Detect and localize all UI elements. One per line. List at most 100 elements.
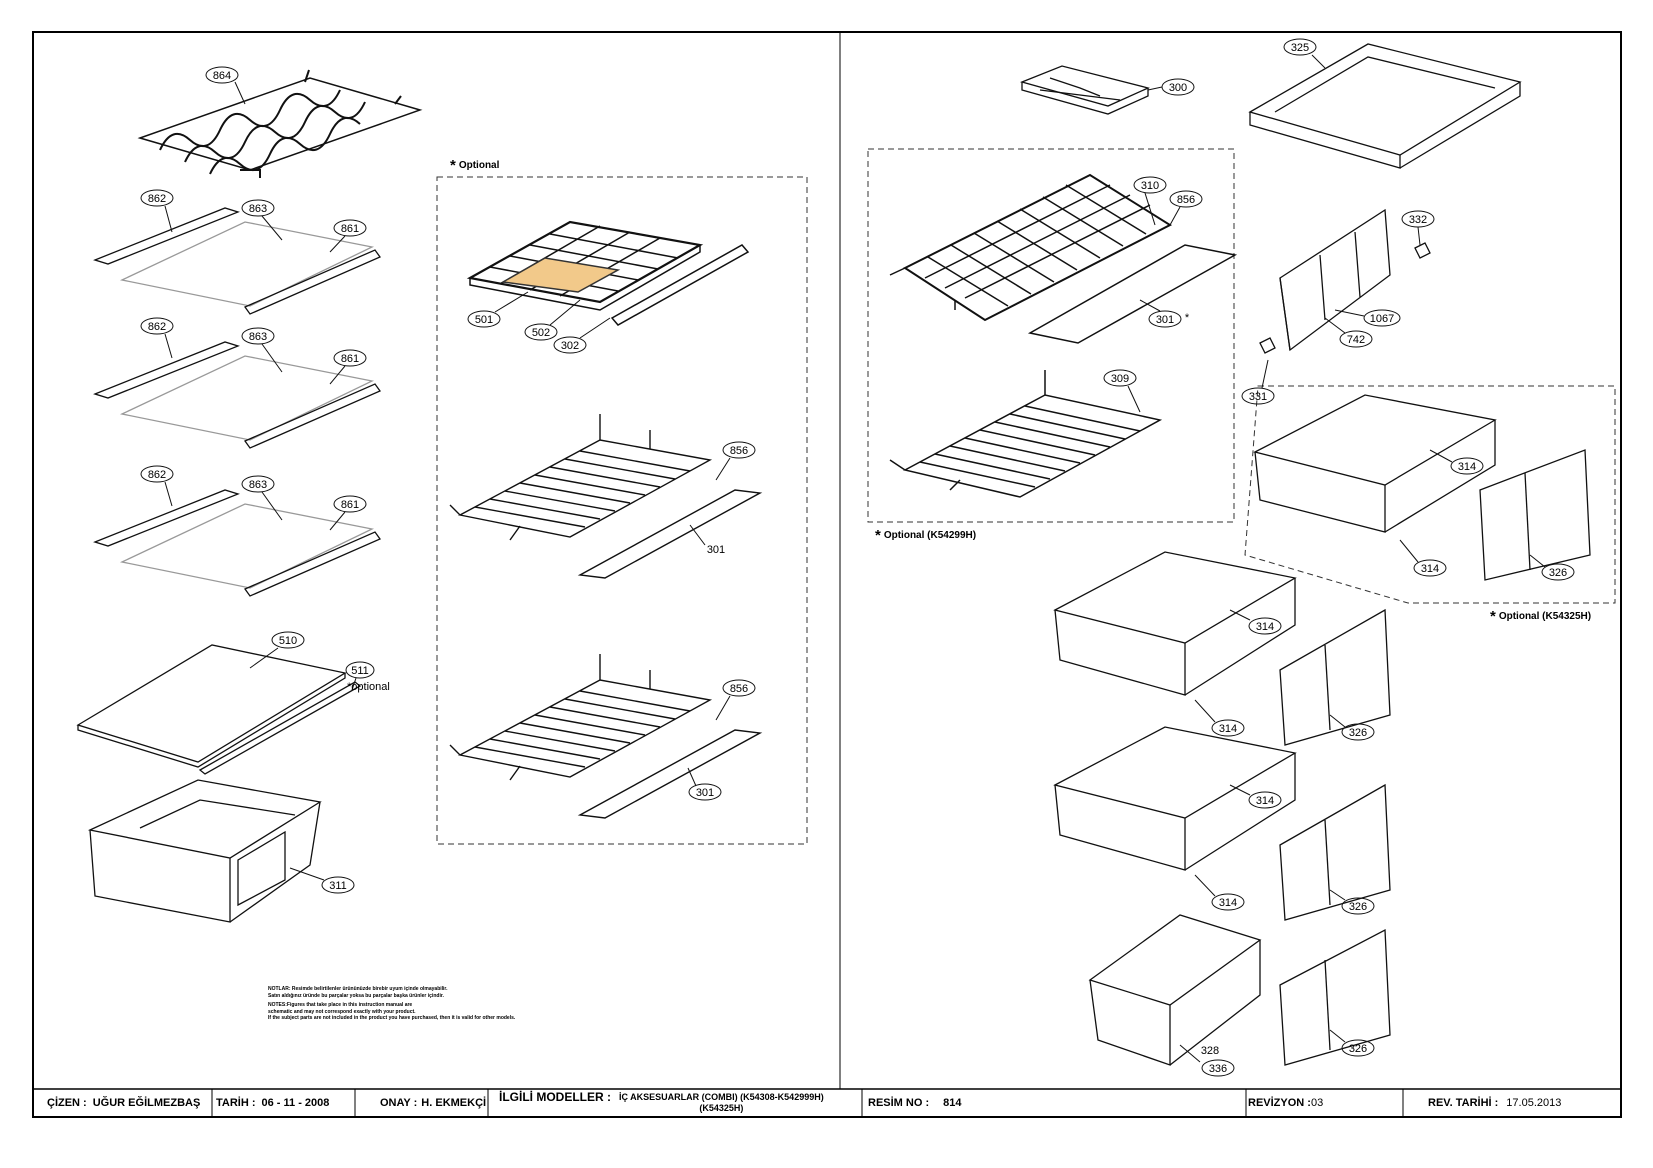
- label-331: 331: [1249, 391, 1267, 403]
- label-1067: 1067: [1370, 313, 1394, 325]
- freezer-drawer-1: [1253, 394, 1591, 581]
- label-510: 510: [279, 635, 297, 647]
- label-511: 511: [351, 665, 369, 677]
- label-856a: 856: [730, 445, 748, 457]
- label-328: 328: [1201, 1045, 1219, 1057]
- optional-box-left: [436, 176, 808, 845]
- freezer-drawer-4: [1088, 914, 1391, 1066]
- optional-label-k54325h: *Optional (K54325H): [1490, 608, 1591, 625]
- revtarih-value: 17.05.2013: [1506, 1097, 1562, 1109]
- label-314b: 314: [1421, 563, 1439, 575]
- wire-shelf-856-b: [449, 654, 763, 819]
- label-861b: 861: [341, 353, 359, 365]
- label-326a: 326: [1549, 567, 1567, 579]
- title-revtarih: REV. TARİHİ : 17.05.2013: [1428, 1089, 1561, 1117]
- optional-text-k54299h: Optional (K54299H): [883, 530, 977, 542]
- models-value-2: (K54325H): [699, 1103, 744, 1113]
- shelf-325: [1248, 43, 1522, 169]
- label-502: 502: [532, 327, 550, 339]
- freezer-drawer-2: [1053, 551, 1391, 746]
- label-325: 325: [1291, 42, 1309, 54]
- drawing-frame: [32, 31, 1622, 1118]
- notes-line-2: Satın aldığınız üründe bu parçalar yoksa…: [268, 992, 444, 999]
- ice-tray-300: [1019, 65, 1150, 115]
- notes-block: NOTLAR: Resimde belirtilenler ürününüzde…: [268, 986, 608, 1022]
- label-332: 332: [1409, 214, 1427, 226]
- wine-rack-864: [137, 69, 423, 178]
- cizen-label: ÇİZEN :: [47, 1097, 87, 1109]
- tarih-label: TARİH :: [216, 1097, 256, 1109]
- optional-label-top: *Optional: [450, 157, 499, 174]
- wire-shelf-856-a: [449, 414, 763, 579]
- callout-labels: 864 862 863 861 862 863 861 862 863 861 …: [148, 42, 1567, 1075]
- label-314a: 314: [1458, 461, 1476, 473]
- label-863a: 863: [249, 203, 267, 215]
- cizen-value: UĞUR EĞİLMEZBAŞ: [92, 1097, 201, 1109]
- label-336: 336: [1209, 1063, 1227, 1075]
- title-onay: ONAY : H. EKMEKÇİ: [380, 1089, 486, 1117]
- label-863b: 863: [249, 331, 267, 343]
- label-300: 300: [1169, 82, 1187, 94]
- label-326d: 326: [1349, 1043, 1367, 1055]
- label-742: 742: [1347, 334, 1365, 346]
- wire-shelf-309: [889, 370, 1163, 498]
- callouts: [140, 38, 1575, 1077]
- glass-shelf-set-1: [93, 207, 381, 315]
- label-501: 501: [475, 314, 493, 326]
- flap-742: [1259, 208, 1431, 354]
- label-326c: 326: [1349, 901, 1367, 913]
- label-861c: 861: [341, 499, 359, 511]
- notes-line-3: NOTES:Figures that take place in this in…: [268, 1002, 413, 1008]
- label-302: 302: [561, 340, 579, 352]
- optional-label-k54299h: *Optional (K54299H): [875, 527, 976, 544]
- optional-label-511: *optional: [347, 681, 390, 693]
- revtarih-label: REV. TARİHİ :: [1428, 1097, 1499, 1109]
- label-862b: 862: [148, 321, 166, 333]
- onay-value: H. EKMEKÇİ: [421, 1097, 487, 1109]
- asterisk-301c: *: [1185, 312, 1190, 324]
- optional-text-k54325h: Optional (K54325H): [1498, 611, 1592, 623]
- crisper-cover-510: [76, 644, 362, 775]
- label-314c: 314: [1256, 621, 1274, 633]
- label-862c: 862: [148, 469, 166, 481]
- title-cizen: ÇİZEN : UĞUR EĞİLMEZBAŞ: [47, 1089, 200, 1117]
- label-309: 309: [1111, 373, 1129, 385]
- title-resim: RESİM NO : 814: [868, 1089, 961, 1117]
- asterisk-icon: *: [450, 157, 456, 174]
- crisper-drawer-311: [87, 779, 322, 923]
- label-862a: 862: [148, 193, 166, 205]
- wire-shelf-501: [466, 220, 750, 326]
- asterisk-icon: *: [875, 527, 881, 544]
- revizyon-label: REVİZYON :: [1248, 1097, 1311, 1109]
- label-863c: 863: [249, 479, 267, 491]
- label-856c: 856: [1177, 194, 1195, 206]
- models-values: İÇ AKSESUARLAR (COMBI) (K54308-K542999H)…: [619, 1090, 824, 1114]
- resim-value: 814: [943, 1097, 962, 1109]
- optional-box-k54299h: [867, 148, 1235, 523]
- title-tarih: TARİH : 06 - 11 - 2008: [216, 1089, 329, 1117]
- title-models: İLGİLİ MODELLER : İÇ AKSESUARLAR (COMBI)…: [499, 1089, 824, 1118]
- label-861a: 861: [341, 223, 359, 235]
- title-block-dividers: [211, 1089, 1404, 1117]
- label-856b: 856: [730, 683, 748, 695]
- glass-shelf-set-2: [93, 341, 381, 449]
- notes-line-4: schematic and may not correspond exactly…: [268, 1008, 416, 1015]
- freezer-drawer-3: [1053, 726, 1391, 921]
- asterisk-icon: *: [1490, 608, 1496, 625]
- label-326b: 326: [1349, 727, 1367, 739]
- optional-text-top: Optional: [458, 160, 500, 172]
- label-314f: 314: [1219, 897, 1237, 909]
- notes-line-1: NOTLAR: Resimde belirtilenler ürününüzde…: [268, 986, 448, 992]
- revizyon-value: 03: [1310, 1097, 1324, 1109]
- label-301c: 301: [1156, 314, 1174, 326]
- models-label: İLGİLİ MODELLER :: [499, 1090, 611, 1104]
- label-301a: 301: [707, 544, 725, 556]
- resim-label: RESİM NO :: [868, 1097, 930, 1109]
- label-314d: 314: [1219, 723, 1237, 735]
- label-864: 864: [213, 70, 231, 82]
- glass-shelf-set-3: [93, 489, 381, 597]
- label-310: 310: [1141, 180, 1159, 192]
- models-value-1: İÇ AKSESUARLAR (COMBI) (K54308-K542999H): [619, 1092, 824, 1102]
- label-301b: 301: [696, 787, 714, 799]
